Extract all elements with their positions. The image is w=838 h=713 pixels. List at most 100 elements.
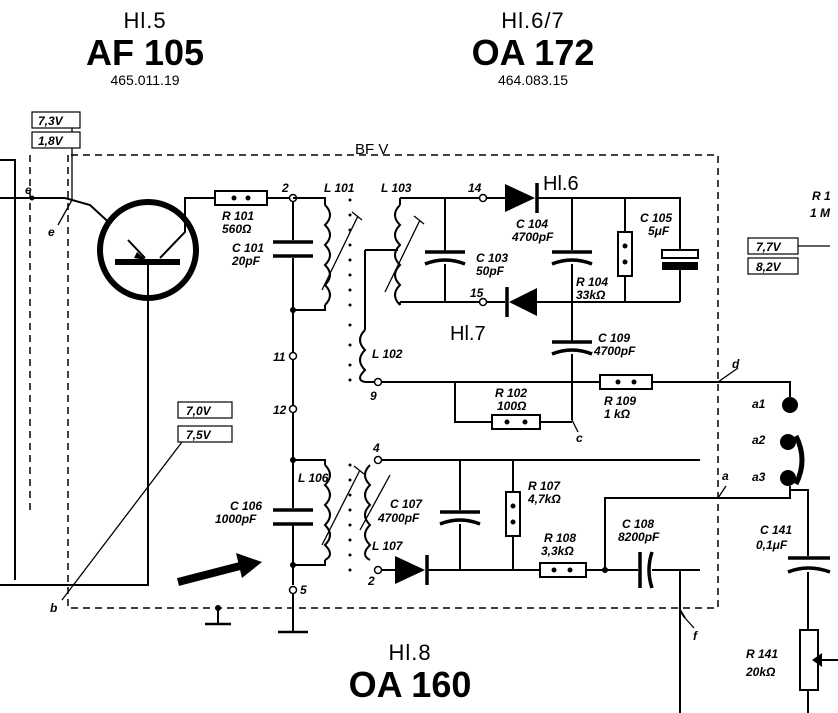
header-hl67-label: Hl.6/7 [501,8,565,33]
c104-value: 4700pF [511,230,554,244]
node-5-label: 5 [300,583,307,597]
header-hl8-type: OA 160 [348,664,472,705]
leader-f [684,617,695,629]
capacitor-c103 [424,198,466,302]
header-hl5-part: 465.011.19 [110,72,180,88]
r108-value: 3,3kΩ [541,544,574,558]
block-label: BF V [355,141,388,158]
node-e-top: e [25,183,32,197]
node-15-label: 15 [470,286,484,300]
node-9-label: 9 [370,389,377,403]
junction-565 [290,562,296,568]
diode-hl7 [487,287,680,317]
r104-ref: R 104 [576,275,608,289]
capacitor-c101 [273,240,313,258]
resistor-r102 [454,382,572,430]
capacitor-c141 [787,486,831,630]
resistor-r101 [214,190,293,206]
node-2-label: 2 [281,181,289,195]
r109-ref: R 109 [604,394,636,408]
capacitor-c108 [638,551,700,589]
c101-value: 20pF [231,254,261,268]
node-5-marker [288,585,298,595]
capacitor-c105 [661,249,699,302]
c107-value: 4700pF [377,511,420,525]
c106-value: 1000pF [215,512,257,526]
coil-l103 [384,198,425,306]
r1xx-ref: R 1 [812,189,831,203]
capacitor-c104 [551,198,593,302]
l106-label: L 106 [298,471,329,485]
node-4-label: 4 [372,441,380,455]
point-a: a [722,469,729,483]
diode-hl6-label: Hl.6 [543,173,579,195]
header-hl5-label: Hl.5 [123,8,167,33]
node-14-label: 14 [468,181,482,195]
leader-c [571,419,579,433]
c141-ref: C 141 [760,523,792,537]
resistor-r107 [505,460,521,570]
c105-value: 5μF [648,224,670,238]
header-hl8: Hl.8 OA 160 [335,640,485,704]
node-14-marker [478,193,488,203]
voltage-right-bot: 8,2V [756,260,782,274]
header-hl67: Hl.6/7 OA 172 464.083.15 [458,8,608,88]
transistor-hl5 [97,197,215,301]
node-4-marker [373,455,383,465]
node-11-marker [288,351,298,361]
header-hl67-part: 464.083.15 [497,72,569,88]
wire-to-a3 [604,486,791,570]
junction-605 [602,567,608,573]
voltage-base-top: 7,0V [186,404,212,418]
leader-b [61,441,183,601]
c103-ref: C 103 [476,251,508,265]
point-d: d [732,357,740,371]
r141-value: 20kΩ [745,665,776,679]
module-boundary [29,154,719,609]
voltage-emitter-bot: 1,8V [38,134,64,148]
node-15-marker [478,297,488,307]
point-c: c [576,431,583,445]
capacitor-c109 [551,302,593,420]
junction-460 [290,457,296,463]
junction-ground [215,605,221,611]
c106-ref: C 106 [230,499,262,513]
c104-ref: C 104 [516,217,548,231]
c108-value: 8200pF [618,530,660,544]
diode-hl7-label: Hl.7 [450,323,486,345]
r101-ref: R 101 [222,209,254,223]
resistor-r108 [539,562,638,578]
node-11-label: 11 [273,350,286,364]
point-b: b [50,601,57,615]
r107-value: 4,7kΩ [527,492,561,506]
r102-ref: R 102 [495,386,527,400]
c108-ref: C 108 [622,517,654,531]
l102-label: L 102 [372,347,403,361]
node-12-label: 12 [273,403,287,417]
c109-value: 4700pF [593,344,636,358]
r102-value: 100Ω [497,399,527,413]
voltage-box-right [747,237,799,275]
r108-ref: R 108 [544,531,576,545]
c105-ref: C 105 [640,211,672,225]
resistor-r104 [617,198,633,302]
c107-ref: C 107 [390,497,423,511]
leader-d [717,367,739,383]
voltage-box-emitter [31,111,81,149]
r1xx-value: 1 M [810,206,831,220]
node-2b-label: 2 [367,574,375,588]
node-e-low: e [48,225,55,239]
r107-ref: R 107 [528,479,561,493]
node-9-marker [373,377,383,387]
leader-a [717,485,727,499]
voltage-base-bot: 7,5V [186,428,212,442]
tuning-arrow [177,553,262,586]
r141-ref: R 141 [746,647,778,661]
resistor-r141 [799,629,838,713]
junction-310 [290,307,296,313]
capacitor-c107 [439,460,481,570]
resistor-r109 [599,374,791,400]
c141-value: 0,1μF [756,538,788,552]
c109-ref: C 109 [598,331,630,345]
